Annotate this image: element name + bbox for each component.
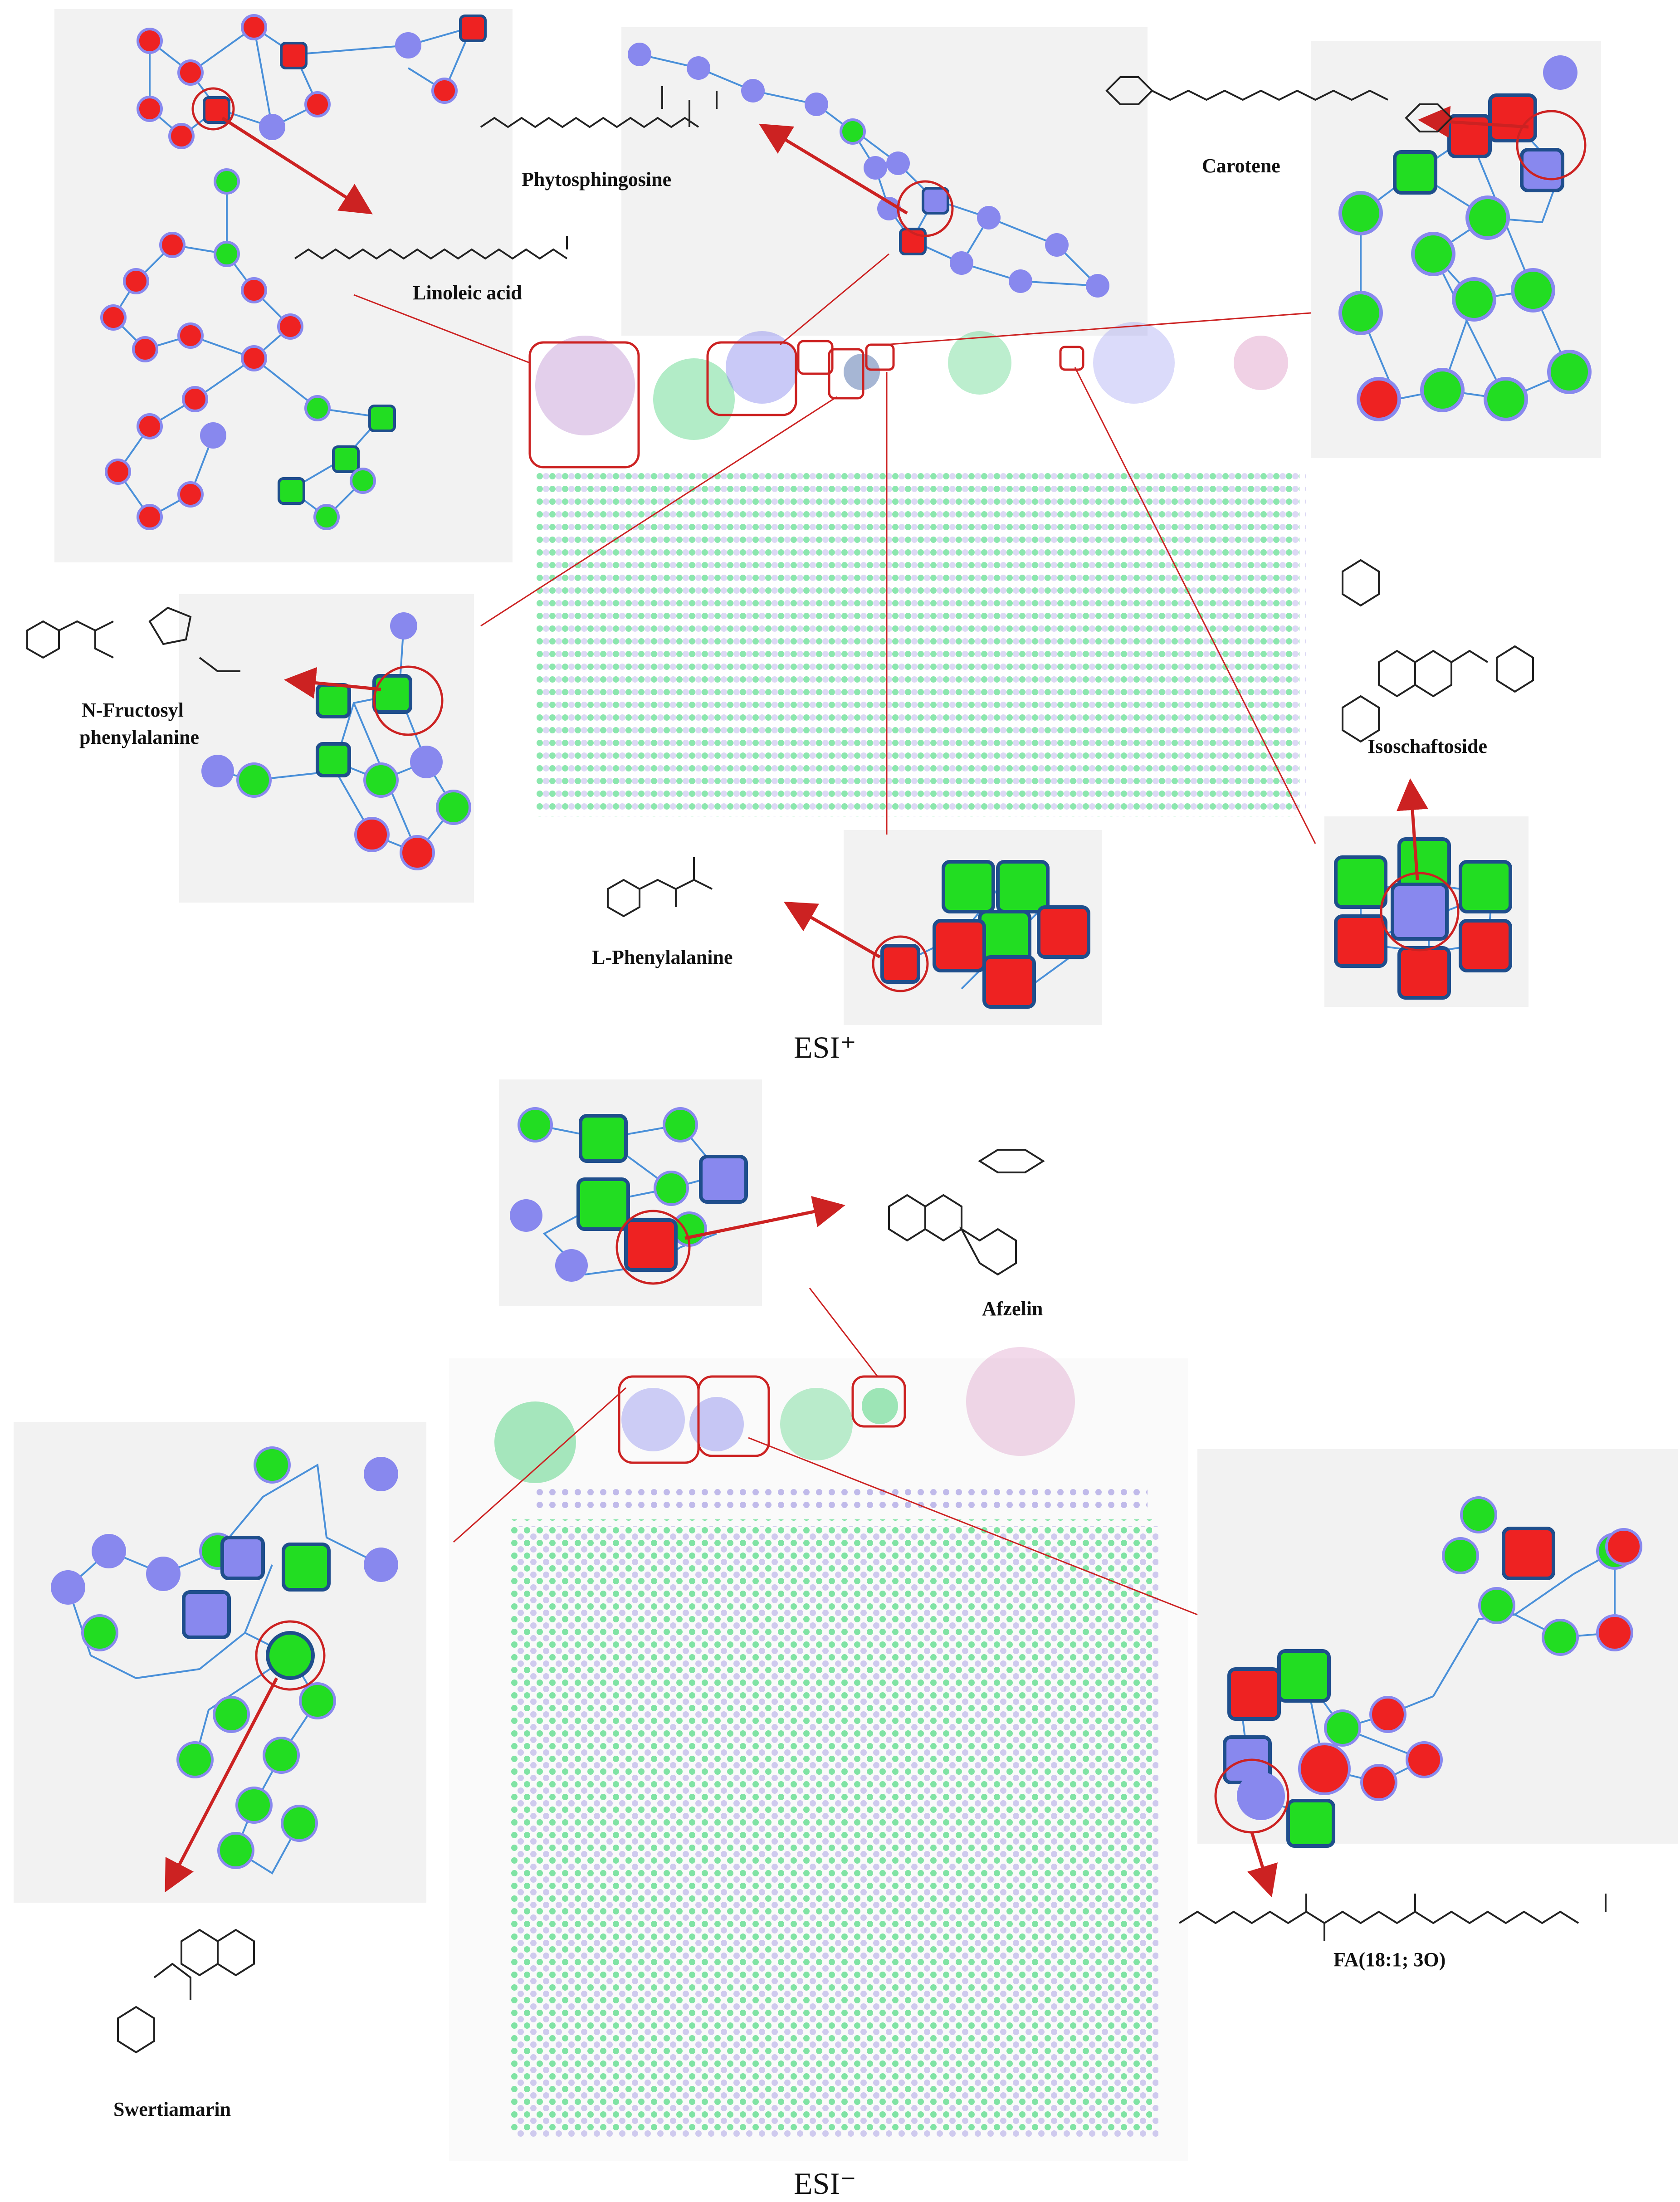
- label-l-phenylalanine: L-Phenylalanine: [592, 946, 733, 968]
- compound-labels: Linoleic acid Phytosphingosine Carotene …: [79, 155, 1487, 2120]
- afzelin-structure: [888, 1149, 1045, 1276]
- fa-network-nodes: [1214, 1496, 1642, 1848]
- swertiamarin-network-nodes: [51, 1446, 398, 1869]
- phytosphingosine-network-nodes: [628, 43, 1109, 298]
- highlight-box-carotene: [865, 343, 895, 371]
- highlight-box-nfructosyl: [828, 348, 864, 400]
- nfructosyl-network-nodes: [201, 612, 471, 870]
- swertiamarin-panel: [14, 1422, 426, 1903]
- structure-arrows: [165, 106, 1529, 1898]
- label-swertiamarin: Swertiamarin: [113, 2098, 231, 2120]
- highlight-box-lphe: [797, 340, 834, 375]
- subnetwork-nodes: [51, 14, 1642, 1869]
- chemical-structures: [26, 76, 1607, 2054]
- nfructosyl-structure: [26, 606, 240, 672]
- label-fa: FA(18:1; 3O): [1333, 1948, 1446, 1971]
- panel-backgrounds: [14, 9, 1678, 1903]
- caption-esi-negative: ESI⁻: [794, 2166, 856, 2201]
- label-n-fructosyl-line1: N-Fructosyl: [82, 699, 184, 721]
- highlight-box-afzelin: [851, 1375, 906, 1428]
- highlight-box-linoleic: [528, 341, 640, 469]
- esi-positive-network: [528, 322, 1306, 816]
- isoschaftoside-network-nodes: [1334, 837, 1512, 1000]
- esi-negative-network: [449, 1347, 1188, 2161]
- label-afzelin: Afzelin: [982, 1298, 1043, 1320]
- isoschaftoside-structure: [1342, 559, 1534, 743]
- linoleic-network-nodes: [100, 14, 487, 530]
- label-linoleic-acid: Linoleic acid: [413, 282, 522, 304]
- label-phytosphingosine: Phytosphingosine: [522, 168, 671, 190]
- afzelin-network-nodes: [510, 1107, 748, 1285]
- swertiamarin-structure: [117, 1929, 255, 2054]
- label-n-fructosyl-line2: phenylalanine: [79, 726, 199, 748]
- highlight-box-phytosphingosine: [706, 341, 797, 416]
- esi-negative-clusters: [494, 1347, 1075, 1483]
- linoleic-acid-structure: [294, 236, 568, 260]
- caption-esi-positive: ESI⁺: [794, 1030, 856, 1064]
- phytosphingosine-structure: [480, 86, 718, 128]
- lphe-network-nodes: [872, 860, 1090, 1009]
- fa-panel: [1197, 1449, 1678, 1844]
- l-phenylalanine-structure: [607, 857, 713, 918]
- carotene-structure: [1105, 76, 1453, 132]
- highlight-box-isoschaftoside: [1059, 346, 1084, 371]
- label-carotene: Carotene: [1202, 155, 1280, 177]
- label-isoschaftoside: Isoschaftoside: [1367, 735, 1487, 757]
- fa-structure: [1178, 1894, 1607, 1941]
- connector-lines: [353, 253, 1316, 1616]
- esi-positive-clusters: [535, 322, 1288, 440]
- carotene-network-nodes: [1338, 55, 1592, 421]
- highlight-box-fa: [697, 1375, 770, 1457]
